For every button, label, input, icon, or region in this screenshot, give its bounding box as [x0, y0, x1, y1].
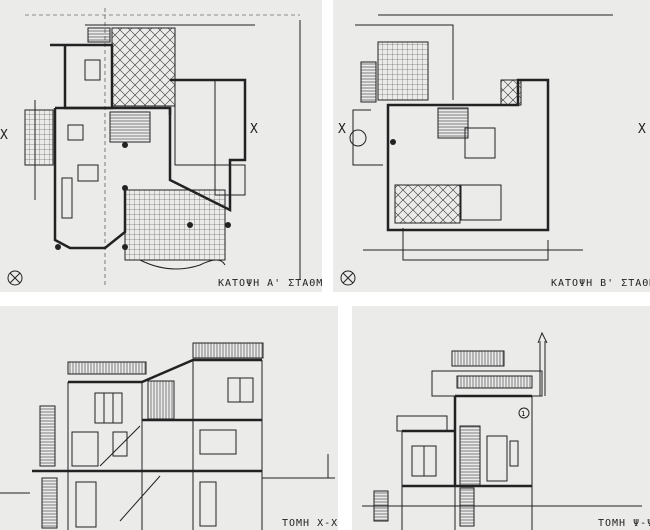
- section-mark-right: X: [638, 122, 646, 137]
- floor-plan-a-drawing: [7, 8, 301, 286]
- panel-title: ΚΑΤΟΨΗ Β' ΣΤΑΘΜΗΣ: [551, 278, 650, 289]
- floor-plan-level-b: X X ΚΑΤΟΨΗ Β' ΣΤΑΘΜΗΣ: [333, 0, 650, 292]
- section-x-drawing: [0, 342, 335, 530]
- panel-title: ΚΑΤΟΨΗ Α' ΣΤΑΘΜΗΣ: [218, 278, 322, 289]
- svg-text:1: 1: [521, 410, 525, 418]
- floor-plan-b-drawing: [340, 14, 613, 286]
- section-y-y: 1 ΤΟΜΗ Ψ-Ψ: [352, 306, 650, 530]
- floor-plan-level-a: X X ΚΑΤΟΨΗ Α' ΣΤΑΘΜΗΣ: [0, 0, 322, 292]
- section-mark-right: X: [250, 122, 258, 137]
- panel-title: ΤΟΜΗ Ψ-Ψ: [598, 518, 650, 529]
- section-mark-left: X: [0, 128, 8, 143]
- panel-title: ΤΟΜΗ Χ-Χ: [282, 518, 338, 529]
- section-mark-left: X: [338, 122, 346, 137]
- section-y-drawing: 1: [362, 331, 642, 530]
- section-x-x: ΤΟΜΗ Χ-Χ: [0, 306, 338, 530]
